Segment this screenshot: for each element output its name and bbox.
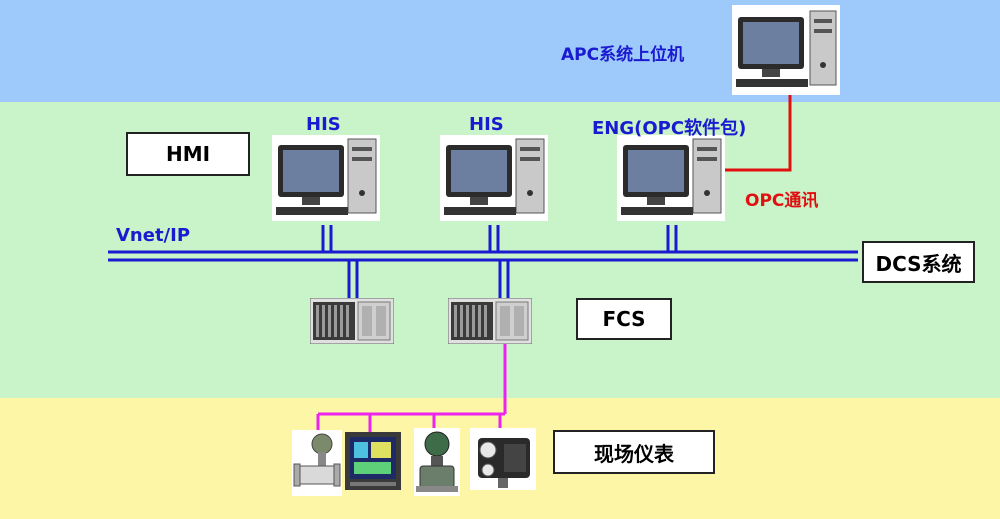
- eng-label: ENG(OPC软件包): [592, 118, 747, 139]
- apc-host-label: APC系统上位机: [561, 45, 685, 65]
- opc-comm-label: OPC通讯: [745, 191, 819, 211]
- fcs2-controller-rack-icon: [448, 298, 532, 344]
- field-instruments-box: 现场仪表: [553, 430, 715, 474]
- recorder-display-icon: [345, 432, 401, 490]
- apc-host-computer-icon: [732, 5, 840, 95]
- opc-link-line: [722, 94, 792, 172]
- his2-computer-icon: [440, 135, 548, 221]
- pressure-transmitter-icon: [414, 428, 460, 496]
- flowmeter-icon: [292, 430, 342, 496]
- dcs-system-box: DCS系统: [862, 241, 975, 283]
- network-label: Vnet/IP: [116, 225, 191, 246]
- valve-positioner-icon: [470, 428, 536, 490]
- his1-label: HIS: [306, 114, 341, 135]
- fcs1-controller-rack-icon: [310, 298, 394, 344]
- hmi-box: HMI: [126, 132, 250, 176]
- his1-computer-icon: [272, 135, 380, 221]
- his2-label: HIS: [469, 114, 504, 135]
- fcs-box: FCS: [576, 298, 672, 340]
- eng-computer-icon: [617, 135, 725, 221]
